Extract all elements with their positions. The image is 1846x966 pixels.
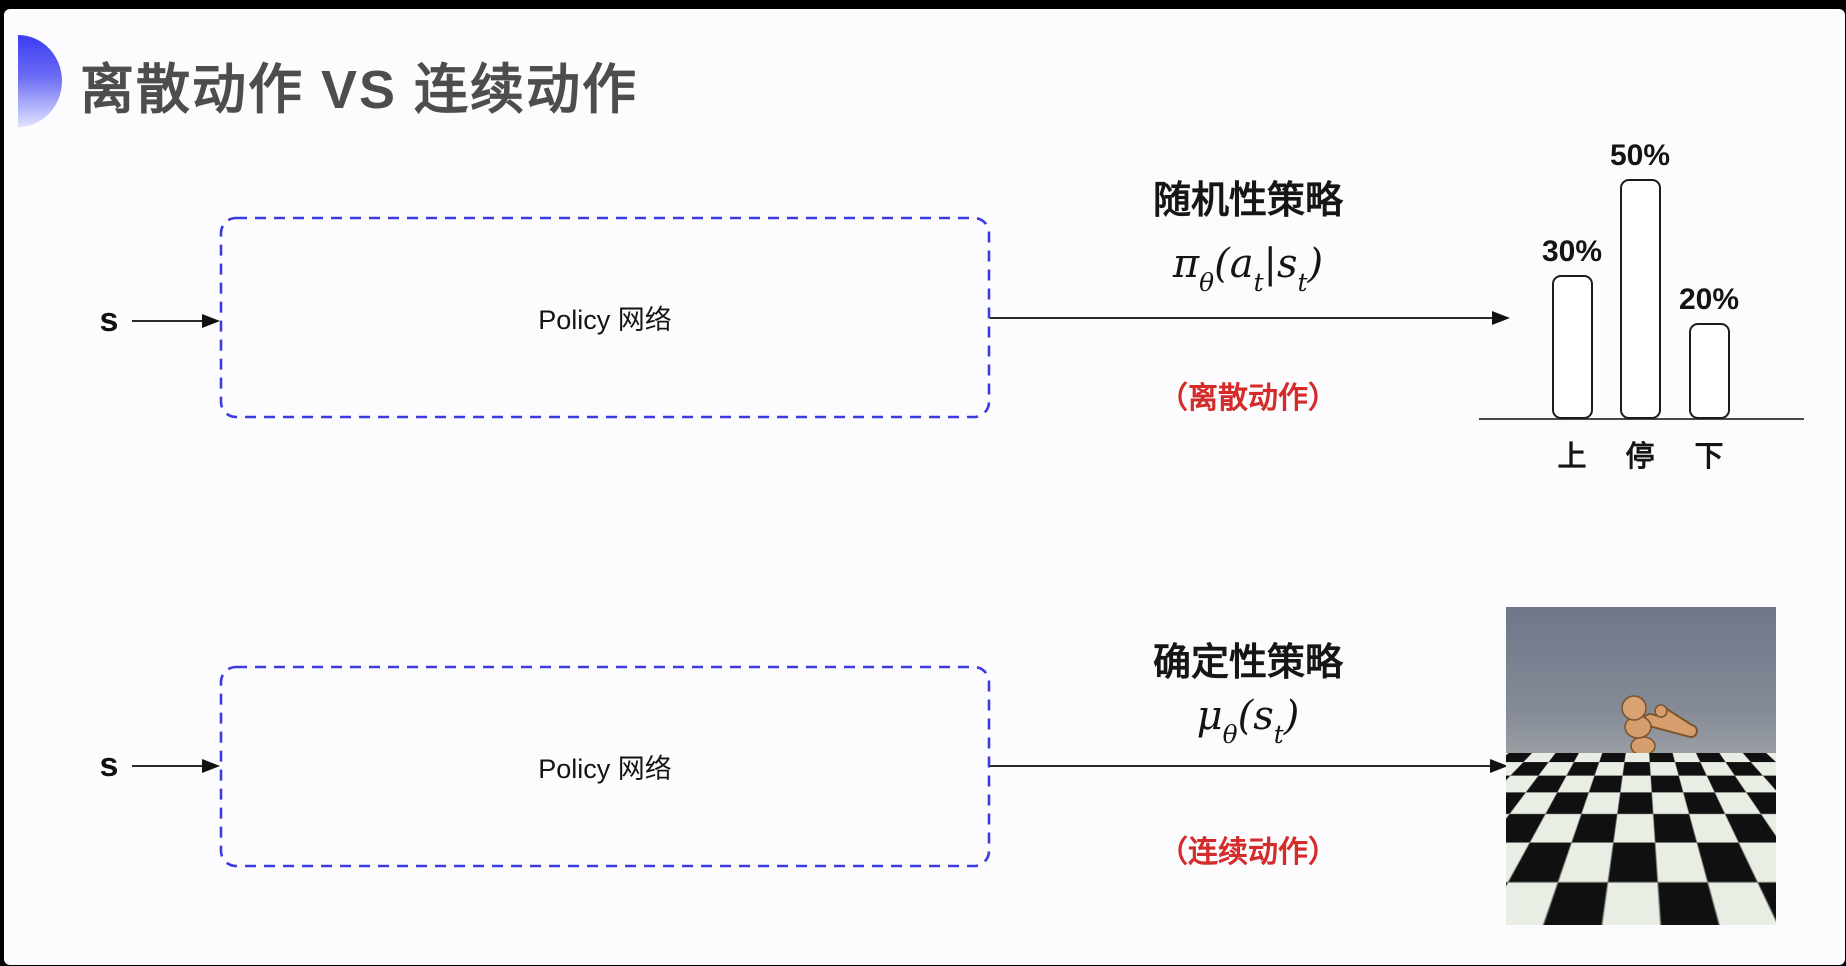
bar-category-label: 下 bbox=[1694, 441, 1724, 473]
policy-network-box-top bbox=[219, 216, 991, 419]
policy-network-label-bottom: Policy 网络 bbox=[538, 754, 672, 784]
arrow-policy-to-distribution bbox=[990, 311, 1510, 325]
arrow-state-to-policy-bottom bbox=[132, 759, 220, 773]
bar-category-label: 停 bbox=[1625, 441, 1655, 473]
bar-停 bbox=[1619, 179, 1661, 419]
action-bar-chart: 30% 上 50% 停 20% 下 bbox=[1479, 129, 1809, 473]
policy-network-label-top: Policy 网络 bbox=[538, 305, 672, 335]
state-input-label-top: s bbox=[99, 301, 119, 339]
humanoid-robot bbox=[1591, 695, 1698, 866]
policy-network-box-bottom bbox=[219, 665, 991, 868]
discrete-action-label: （离散动作） bbox=[1158, 382, 1338, 415]
bar-value-label: 20% bbox=[1678, 283, 1740, 316]
arrow-state-to-policy-top bbox=[132, 314, 220, 328]
bar-category-label: 上 bbox=[1557, 441, 1587, 473]
diagram-canvas bbox=[132, 216, 1510, 868]
stochastic-policy-title: 随机性策略 bbox=[1152, 180, 1343, 222]
chart-baseline bbox=[1479, 418, 1804, 420]
state-input-label-bottom: s bbox=[99, 746, 119, 784]
bar-上 bbox=[1551, 275, 1593, 419]
stochastic-policy-formula: πθ(at|st) bbox=[1172, 241, 1324, 298]
slide: 离散动作 VS 连续动作 s Policy 网络 随机性策略 πθ(at|st)… bbox=[4, 9, 1845, 965]
arrow-policy-to-action bbox=[990, 759, 1508, 773]
humanoid-simulation-image bbox=[1506, 607, 1776, 925]
bar-value-label: 30% bbox=[1541, 235, 1603, 268]
page-title: 离散动作 VS 连续动作 bbox=[80, 60, 639, 120]
deterministic-policy-title: 确定性策略 bbox=[1152, 642, 1343, 684]
bar-value-label: 50% bbox=[1609, 139, 1671, 172]
continuous-action-label: （连续动作） bbox=[1158, 836, 1338, 869]
bar-下 bbox=[1688, 323, 1730, 419]
deterministic-policy-formula: μθ(st) bbox=[1196, 693, 1300, 750]
